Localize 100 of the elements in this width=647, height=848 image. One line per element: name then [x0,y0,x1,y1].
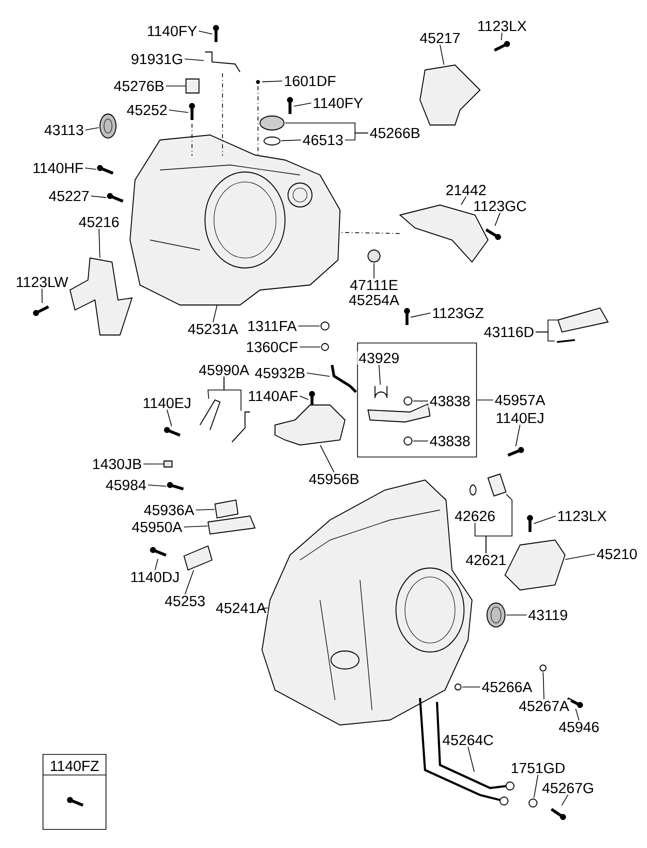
bolt [507,447,524,457]
bolt [404,308,410,325]
pin [164,460,172,468]
part-number: 42621 [464,553,508,567]
leader-line [224,376,242,412]
pin [189,103,195,120]
part-number: 1140HF [31,161,85,175]
nut [404,436,412,446]
part-number: 47111E [348,278,400,292]
part-number: 45266B [368,126,422,140]
bolt [164,427,181,437]
sensor [274,404,346,446]
part-number: 1140EJ [141,396,193,410]
part-number: 45227 [47,189,91,203]
part-number: 1123GC [472,199,528,213]
bolt [167,482,184,490]
leader-line [486,494,512,554]
bolt [67,797,84,807]
part-number: 45210 [595,547,639,561]
leader-line [500,32,502,41]
leader-line [212,304,218,323]
leader-line [440,44,444,66]
oil-seal [100,114,116,138]
bracket [232,412,250,442]
leader-line [262,80,283,82]
part-number: 45252 [125,103,169,117]
bolt [150,547,167,557]
part-number: 45932B [253,366,307,380]
leader-line [462,686,481,688]
part-number: 43119 [526,608,570,622]
part-number: 43838 [428,434,472,448]
leader-line [183,526,208,528]
leader-line [168,110,189,113]
bracket [204,52,240,72]
bolt [494,41,510,52]
nut [404,396,412,406]
plug [368,250,380,262]
dowel-pin [256,80,260,84]
leader-line [261,608,268,609]
leader-line [575,708,580,721]
leader-line [84,168,97,170]
oil-seal [486,602,506,628]
part-number: 45946 [557,720,601,734]
leader-line [198,30,213,35]
leader-line [184,58,204,61]
leader-line [506,614,527,616]
bolt [287,97,293,114]
leader-line [344,132,369,140]
leader-line [460,196,466,206]
bolt [550,808,566,820]
part-number: 1140AF [246,389,300,403]
part-number: 45231A [186,322,240,336]
part-number: 1140FY [146,24,198,38]
part-number: 45267G [540,781,596,795]
part-number: 46513 [301,133,345,147]
part-number: 43116D [482,325,536,339]
leader-line [299,396,309,400]
part-number: 91931G [130,52,184,66]
center-line [222,72,223,156]
part-number: 45253 [163,594,207,608]
bolt [107,193,124,203]
part-number: 43929 [357,351,401,365]
part-number: 1751GD [509,761,567,775]
part-number: 45950A [130,520,184,534]
leader-line [410,312,431,318]
part-number: 1123LX [476,19,528,33]
leader-line [148,484,167,487]
washer [321,343,329,351]
leader-line [564,554,596,560]
part-number: 45957A [493,393,547,407]
part-number: 45936A [142,503,196,517]
center-line [340,232,400,234]
part-number: 21442 [444,184,488,196]
leader-line [542,672,544,700]
frame [357,342,477,458]
o-ring [540,664,546,672]
o-ring [454,684,462,690]
part-number: 45276B [112,79,166,93]
leader-line [320,444,334,473]
leader-line [85,127,100,130]
leader-line [42,288,43,304]
bolt [485,228,501,240]
part-number: 1140FY [312,96,364,110]
leader-line [533,516,556,524]
part-number: 1140DJ [128,570,182,584]
leader-line [468,746,475,772]
leader-line [293,102,312,107]
sleeve [186,78,200,94]
part-number: 1311FA [246,319,298,333]
bolt [213,25,219,42]
bracket [420,64,481,126]
bolt [33,305,50,316]
leader-line [306,372,330,377]
leader-line [412,400,428,402]
leader-line [378,364,381,386]
leader-line [195,509,216,510]
part-number: 45266A [480,680,534,694]
part-number: 45267A [517,699,571,713]
cap [260,116,284,130]
bolt [97,165,114,175]
